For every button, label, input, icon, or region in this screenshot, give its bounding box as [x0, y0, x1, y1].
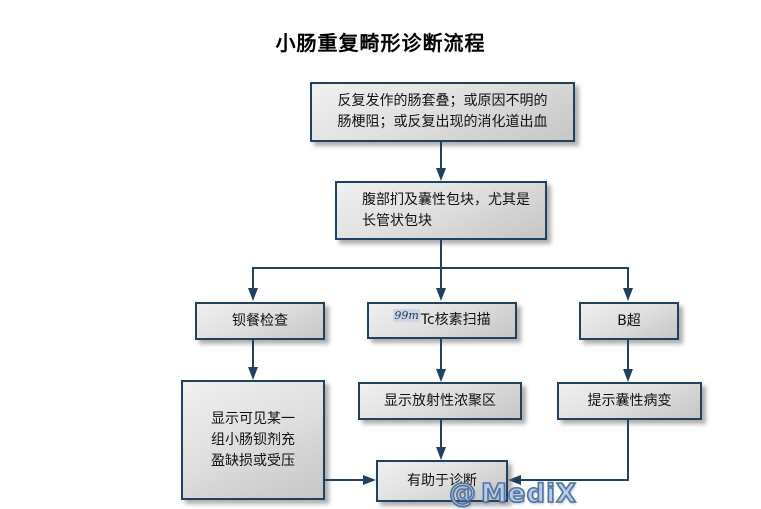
connector-tc-to-finding: [440, 339, 442, 370]
watermark-at-icon: @: [448, 477, 477, 509]
connector-branch-to-ultrasound: [627, 267, 629, 289]
tc-99m-superscript: 99m: [393, 309, 420, 322]
watermark-name: MediX: [480, 478, 578, 509]
node-b-ultrasound: B超: [579, 302, 679, 340]
connector-branch-to-barium: [252, 267, 254, 289]
connector-tc-finding-to-conclusion: [440, 420, 442, 448]
node-symptoms: 反复发作的肠套叠；或原因不明的 肠梗阻；或反复出现的消化道出血: [310, 82, 575, 142]
connector-ultrasound-to-finding: [627, 340, 629, 370]
connector-symptoms-to-mass: [440, 142, 442, 170]
arrowhead-right-to-conclusion: [363, 475, 376, 485]
connector-mass-to-branch: [440, 240, 442, 268]
arrowhead-down-to-barium-finding: [248, 367, 258, 380]
connector-ultrasound-finding-to-conclusion: [520, 479, 629, 481]
node-ultrasound-finding-label: 提示囊性病变: [587, 392, 672, 409]
node-ultrasound-finding: 提示囊性病变: [557, 382, 702, 420]
node-tc-finding: 显示放射性浓聚区: [358, 382, 522, 420]
node-tc-finding-label: 显示放射性浓聚区: [384, 392, 496, 409]
node-conclusion-label: 有助于诊断: [407, 472, 477, 489]
page-title: 小肠重复畸形诊断流程: [275, 31, 486, 55]
node-palpable-mass: 腹部扪及囊性包块，尤其是 长管状包块: [335, 181, 547, 240]
node-symptoms-label: 反复发作的肠套叠；或原因不明的 肠梗阻；或反复出现的消化道出血: [337, 93, 548, 130]
connector-barium-to-finding: [252, 340, 254, 368]
node-barium-exam-label: 钡餐检查: [232, 312, 288, 329]
node-palpable-mass-label: 腹部扪及囊性包块，尤其是 长管状包块: [362, 191, 530, 229]
connector-ultrasound-finding-down: [627, 420, 629, 481]
medix-watermark: @MediX: [448, 477, 578, 509]
arrowhead-down-to-ultrasound: [623, 288, 633, 301]
connector-barium-finding-to-conclusion: [325, 479, 365, 481]
node-barium-finding: 显示可见某一 组小肠钡剂充 盈缺损或受压: [181, 380, 325, 500]
node-conclusion: 有助于诊断: [376, 460, 508, 502]
arrowhead-down-to-tc: [436, 288, 446, 301]
arrowhead-down-to-barium: [248, 288, 258, 301]
arrowhead-down-to-conclusion: [436, 447, 446, 460]
connector-branch-to-tc: [440, 267, 442, 289]
arrowhead-down-to-tc-finding: [436, 369, 446, 382]
node-barium-exam: 钡餐检查: [195, 302, 325, 340]
arrowhead-down-to-ultrasound-finding: [623, 369, 633, 382]
node-b-ultrasound-label: B超: [617, 312, 641, 329]
arrowhead-down-to-mass: [436, 168, 446, 181]
node-barium-finding-label: 显示可见某一 组小肠钡剂充 盈缺损或受压: [211, 410, 295, 469]
arrowhead-left-to-conclusion: [508, 475, 521, 485]
tc-scan-main-text: Tc核素扫描: [420, 312, 491, 328]
